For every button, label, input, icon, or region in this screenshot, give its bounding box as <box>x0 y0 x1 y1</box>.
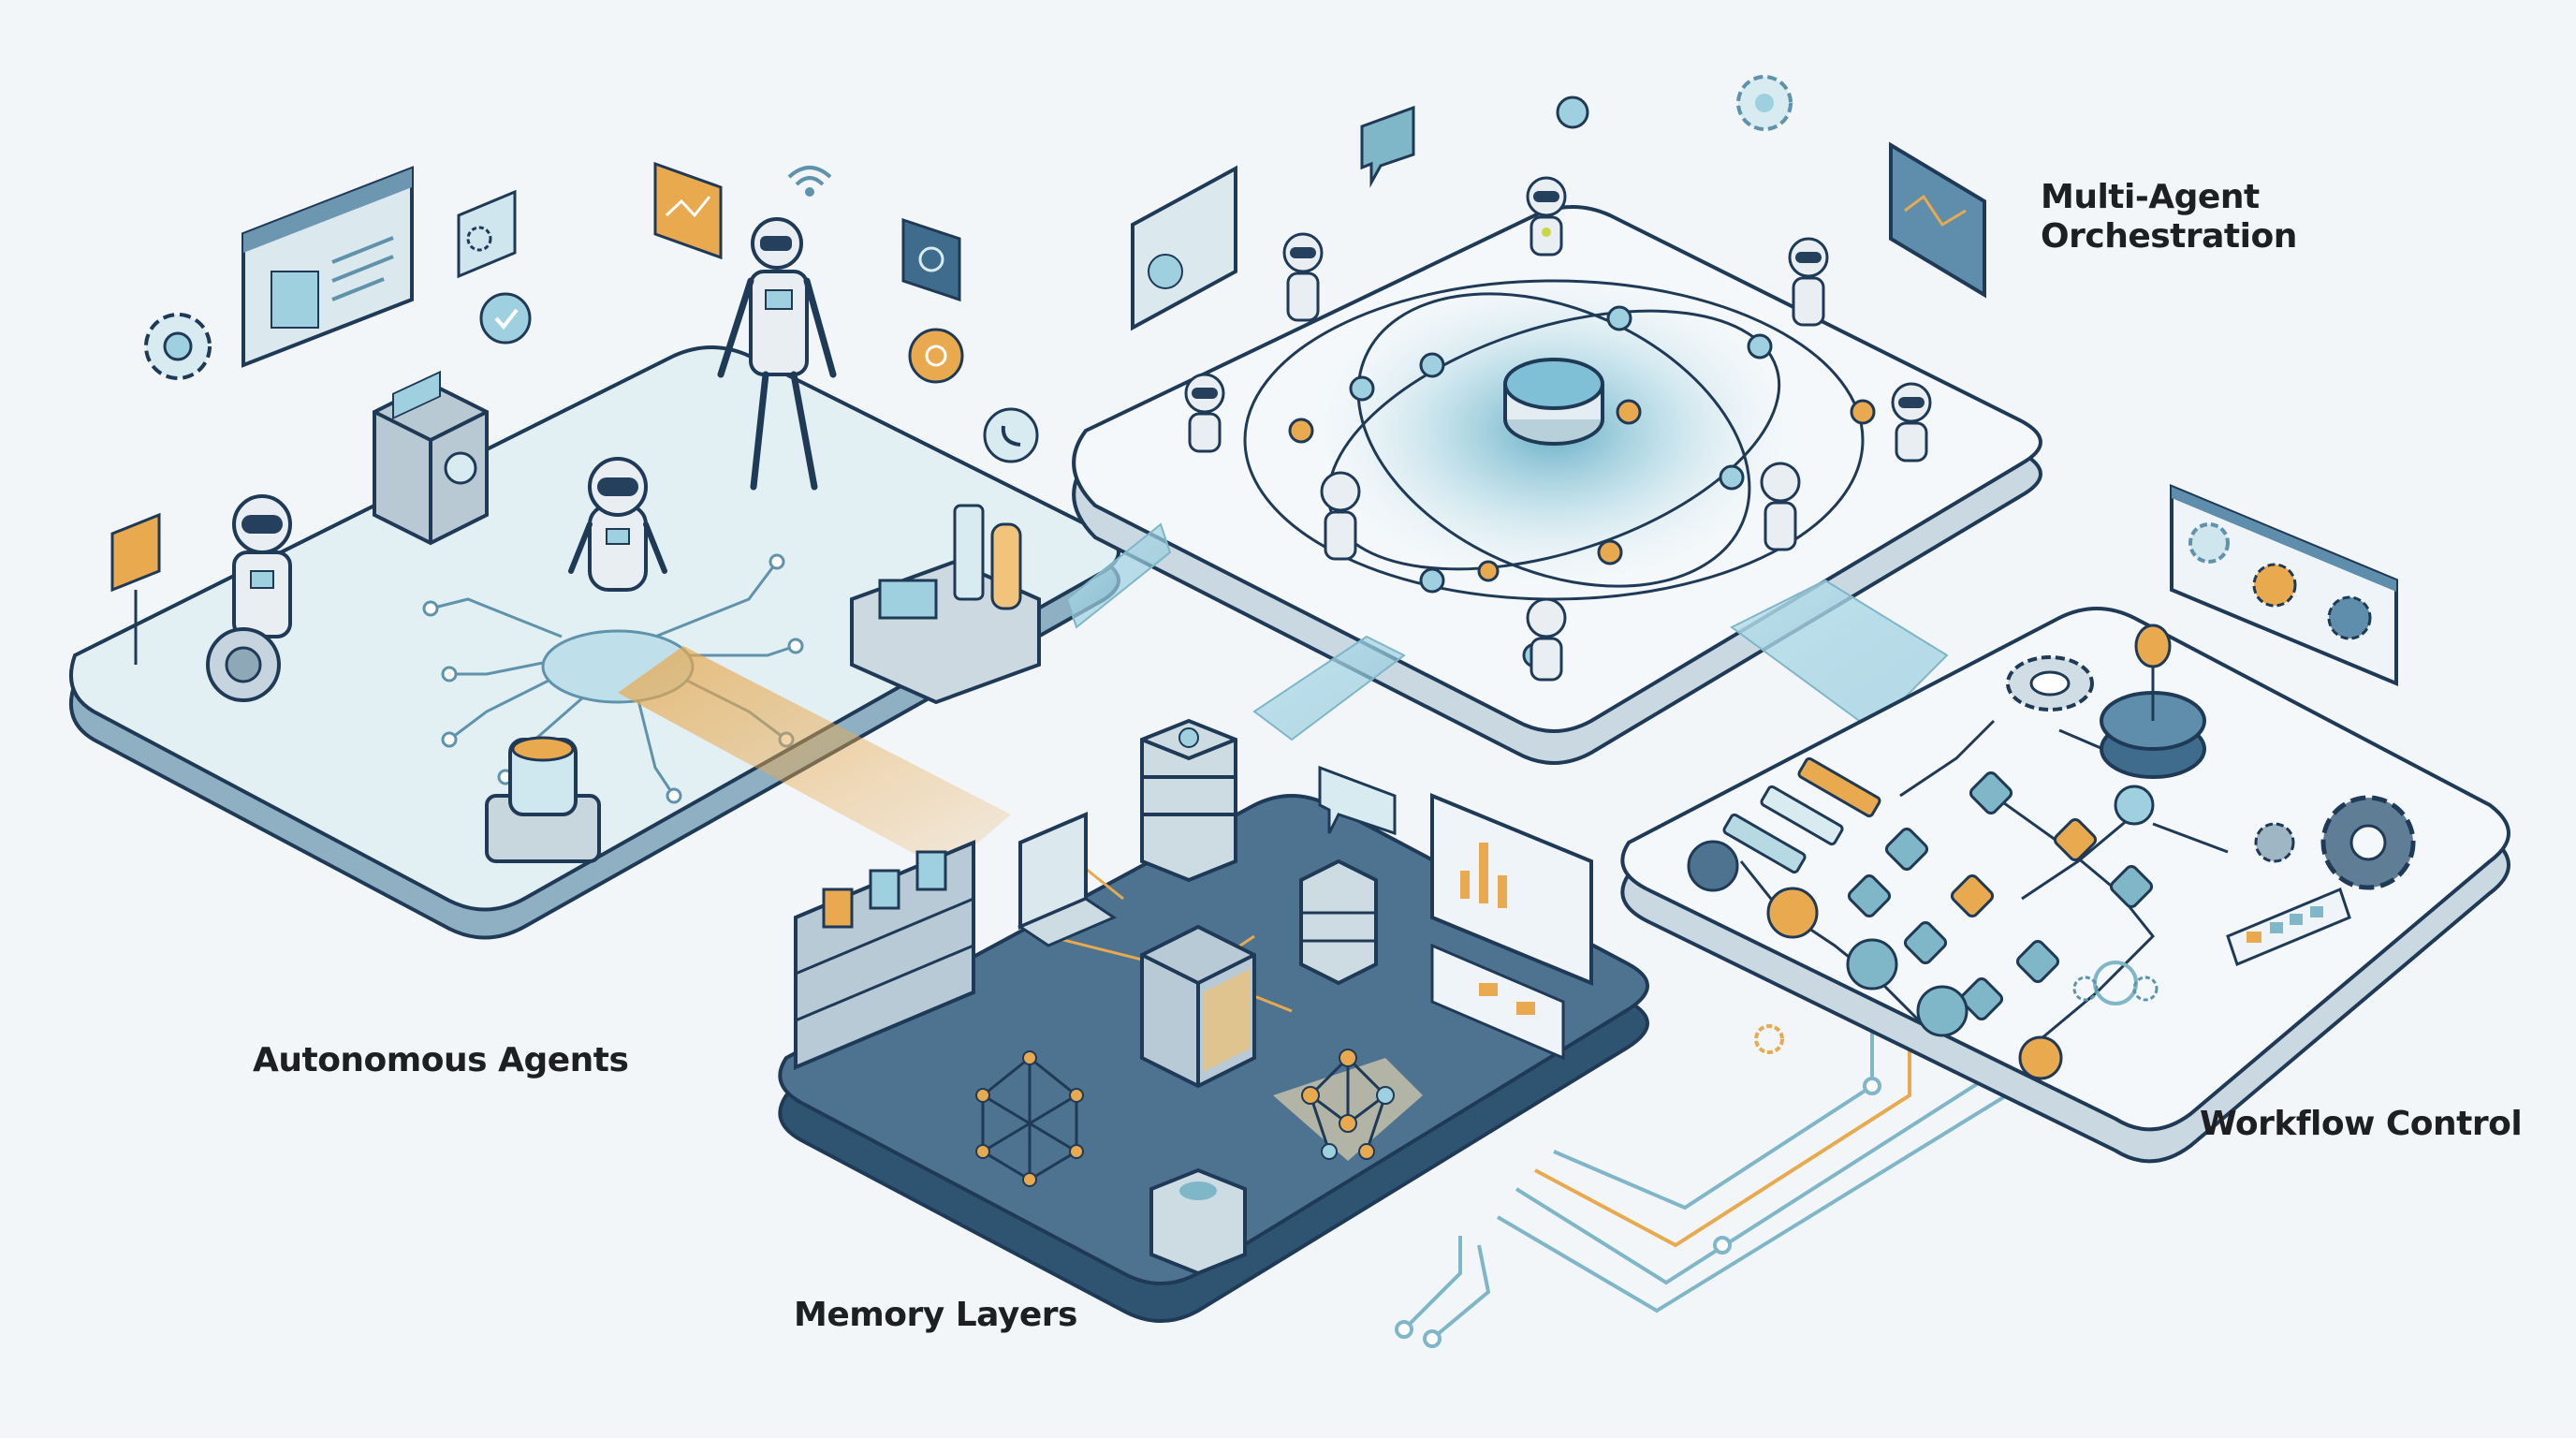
gear-icon <box>2320 795 2416 890</box>
settings-panel-icon <box>457 189 517 279</box>
robot-icon <box>1760 462 1801 551</box>
refresh-icon <box>901 217 961 302</box>
server-stack-icon <box>1149 1167 1247 1276</box>
robot-icon <box>1526 176 1567 257</box>
gear-icon <box>144 313 212 380</box>
humanoid-robot-icon <box>717 217 837 491</box>
label-memory-layers: Memory Layers <box>794 1296 1077 1334</box>
bridge-agents-to-orchestration <box>1065 522 1172 629</box>
cylinder-core-icon <box>485 736 601 863</box>
server-icon <box>373 370 489 546</box>
bridge-orchestration-to-workflow <box>1730 579 1949 732</box>
chart-panel-icon <box>1889 141 1986 299</box>
gear-badge-icon <box>908 328 964 384</box>
browser-window-icon <box>242 166 414 368</box>
platform-multi-agent-orchestration <box>1072 205 2042 765</box>
graph-network-icon <box>975 1050 1084 1187</box>
gear-icon <box>2254 822 2295 863</box>
network-node-icon <box>1556 95 1589 129</box>
robot-icon <box>1320 471 1361 561</box>
robot-icon <box>1891 382 1932 462</box>
robot-group <box>1184 176 1932 682</box>
chart-icon <box>653 161 723 260</box>
central-hub-icon <box>1503 358 1604 446</box>
server-stack-icon <box>1299 858 1378 986</box>
bridge-orchestration-to-memory <box>1252 635 1406 741</box>
cog-cluster-icon <box>2072 961 2159 1005</box>
tool-sign-icon <box>110 512 161 665</box>
chat-bubble-icon <box>1318 765 1397 836</box>
robot-icon <box>1788 237 1829 327</box>
graph-network-icon <box>1273 1049 1423 1161</box>
robot-icon <box>1184 373 1225 453</box>
robot-icon <box>1282 232 1324 322</box>
data-cube-icon <box>1140 924 1256 1089</box>
label-workflow-control: Workflow Control <box>2200 1105 2523 1143</box>
check-icon <box>479 292 532 345</box>
gear-icon <box>2006 655 2094 712</box>
label-autonomous-agents: Autonomous Agents <box>253 1041 629 1079</box>
pipeline-panel-icon <box>2170 484 2398 686</box>
circuit-traces <box>1395 964 2024 1348</box>
robot-icon <box>1526 597 1567 682</box>
chat-bubble-icon <box>1360 105 1415 188</box>
timeline-icon <box>1430 943 1565 1061</box>
wheeled-robot-icon <box>206 494 292 702</box>
label-multi-agent-orchestration: Multi-Agent Orchestration <box>2041 178 2297 257</box>
gear-icon <box>1754 1024 1784 1054</box>
wifi-icon <box>787 166 832 197</box>
platform-workflow-control <box>1620 607 2510 1164</box>
gear-icon <box>1736 75 1793 131</box>
robot-icon <box>568 457 667 592</box>
phone-icon <box>983 407 1039 463</box>
bar-chart-icon <box>1430 793 1593 986</box>
bookshelf-icon <box>794 839 975 1071</box>
beam-agents-to-memory <box>618 646 1011 871</box>
lab-equipment-icon <box>850 504 1041 705</box>
status-bar-icon <box>2226 887 2351 967</box>
server-stack-icon <box>1140 718 1237 883</box>
browser-window-icon <box>1131 165 1237 331</box>
control-knob-icon <box>2100 624 2206 779</box>
monitor-icon <box>1017 811 1118 947</box>
